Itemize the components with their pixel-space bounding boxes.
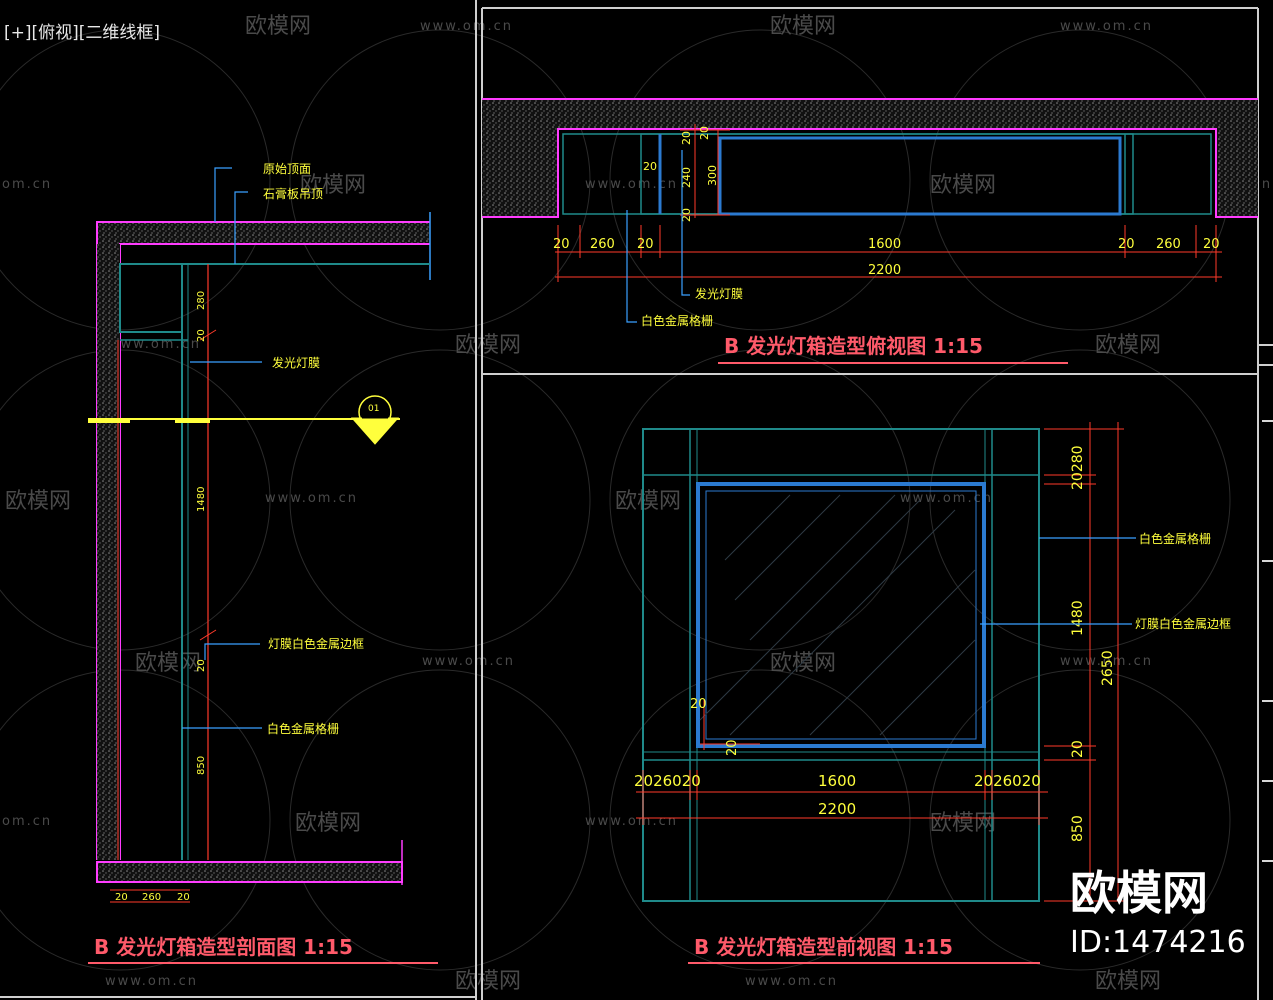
watermark-url-short: om.cn bbox=[2, 814, 52, 829]
dim-text: 20 bbox=[553, 237, 570, 252]
label-gypsum: 石膏板吊顶 bbox=[263, 186, 323, 201]
watermark-brand: 欧模网 bbox=[245, 14, 311, 39]
dim-text: 300 bbox=[706, 165, 719, 186]
watermark-url: www.om.cn bbox=[265, 491, 358, 506]
watermark-urls: www.om.cn www.om.cn om.cn www.om.cn om.c… bbox=[2, 19, 1270, 989]
watermark-brand: 欧模网 bbox=[5, 489, 71, 514]
dim-text: 850 bbox=[1070, 815, 1086, 842]
watermark-url: www.om.cn bbox=[900, 491, 993, 506]
dim-text: 240 bbox=[680, 167, 693, 188]
top-view-title: B 发光灯箱造型俯视图 1:15 bbox=[724, 334, 983, 358]
dim-text: 1600 bbox=[868, 237, 901, 252]
dim-text: 20 bbox=[196, 329, 207, 342]
ceiling-slab bbox=[97, 222, 430, 244]
dim-text: 20 bbox=[643, 160, 657, 173]
watermark-url: www.om.cn bbox=[585, 814, 678, 829]
dim-text: 2650 bbox=[1100, 650, 1116, 686]
watermark-url: www.om.cn bbox=[745, 974, 838, 989]
dim-text: 20 bbox=[115, 892, 128, 903]
watermark-brand: 欧模网 bbox=[1095, 969, 1161, 994]
watermark-brand: 欧模网 bbox=[930, 173, 996, 198]
watermark-url: www.om.cn bbox=[105, 974, 198, 989]
dim-text: 2200 bbox=[818, 800, 856, 818]
dim-text: 2026020 bbox=[974, 772, 1041, 790]
label-trim: 灯膜白色金属边框 bbox=[268, 636, 364, 651]
label-grid: 白色金属格栅 bbox=[267, 721, 339, 736]
section-view-title: B 发光灯箱造型剖面图 1:15 bbox=[94, 935, 353, 959]
label-grid: 白色金属格栅 bbox=[641, 313, 713, 328]
dim-text: 20 bbox=[680, 208, 693, 222]
dim-text: 20 bbox=[680, 131, 693, 145]
watermark-brand: 欧模网 bbox=[295, 811, 361, 836]
dim-text: 20 bbox=[177, 892, 190, 903]
wall-hatch bbox=[97, 244, 120, 860]
watermark-brand: 欧模网 bbox=[1095, 333, 1161, 358]
section-mark-number: 01 bbox=[368, 404, 379, 414]
watermark-brand: 欧模网 bbox=[770, 14, 836, 39]
watermark-brand: 欧模网 bbox=[455, 969, 521, 994]
viewport-style-menu[interactable]: [二维线框] bbox=[78, 23, 161, 43]
watermark-url: www.om.cn bbox=[422, 654, 515, 669]
dim-text: 20 bbox=[1118, 237, 1135, 252]
watermark-brand: 欧模网 bbox=[135, 651, 201, 676]
label-light-film: 发光灯膜 bbox=[695, 286, 743, 301]
viewport-label[interactable]: [+][俯视][二维线框] bbox=[4, 18, 160, 43]
dim-text: 2200 bbox=[868, 263, 901, 278]
brand-stamp: 欧模网 bbox=[1070, 866, 1208, 920]
dim-text: 20 bbox=[637, 237, 654, 252]
floor-slab bbox=[97, 862, 402, 882]
dim-text: 260 bbox=[1156, 237, 1181, 252]
watermark-url-short: om.cn bbox=[2, 177, 52, 192]
watermark-brand: 欧模网 bbox=[930, 811, 996, 836]
dim-text: 1480 bbox=[1070, 600, 1086, 636]
section-view: 01 280 20 1480 20 850 20 260 20 原始顶面 石膏板… bbox=[88, 162, 438, 964]
dim-text: 20280 bbox=[1070, 445, 1086, 490]
front-view: 20 20 2026020 1600 2026020 2200 bbox=[634, 422, 1231, 964]
dim-text: 1480 bbox=[196, 487, 207, 512]
dim-text: 850 bbox=[196, 756, 207, 775]
viewport-controls-menu[interactable]: [+] bbox=[4, 23, 32, 43]
asset-id: ID:1474216 bbox=[1070, 925, 1246, 960]
dim-text: 20 bbox=[698, 126, 711, 140]
watermark-brand: 欧模网 bbox=[455, 333, 521, 358]
label-grid: 白色金属格栅 bbox=[1139, 531, 1211, 546]
dim-text: 20 bbox=[1203, 237, 1220, 252]
dim-text: 2026020 bbox=[634, 772, 701, 790]
label-light-film: 发光灯膜 bbox=[272, 355, 320, 370]
dim-text: 260 bbox=[142, 892, 161, 903]
label-ceiling: 原始顶面 bbox=[263, 162, 311, 176]
dim-text: 20 bbox=[690, 697, 707, 712]
watermark-brand: 欧模网 bbox=[615, 489, 681, 514]
viewport-view-menu[interactable]: [俯视] bbox=[31, 23, 79, 43]
watermark-url: www.om.cn bbox=[420, 19, 513, 34]
dim-text: 280 bbox=[196, 291, 207, 310]
front-view-title: B 发光灯箱造型前视图 1:15 bbox=[694, 935, 953, 959]
dim-text: 1600 bbox=[818, 772, 856, 790]
dim-text: 20 bbox=[725, 739, 740, 756]
label-trim: 灯膜白色金属边框 bbox=[1135, 616, 1231, 631]
watermark-url: www.om.cn bbox=[585, 177, 678, 192]
watermark-brand: 欧模网 bbox=[770, 651, 836, 676]
watermark-brand: 欧模网 bbox=[300, 173, 366, 198]
watermark-url: www.om.cn bbox=[1060, 19, 1153, 34]
watermark-url: www.om.cn bbox=[1060, 654, 1153, 669]
dim-text: 260 bbox=[590, 237, 615, 252]
dim-text: 20 bbox=[1070, 740, 1086, 758]
top-view: 20 20 20 240 20 300 20 260 20 1600 20 26… bbox=[482, 98, 1258, 364]
right-edge-stripes bbox=[1262, 420, 1273, 862]
dim-text: 20 bbox=[196, 659, 207, 672]
